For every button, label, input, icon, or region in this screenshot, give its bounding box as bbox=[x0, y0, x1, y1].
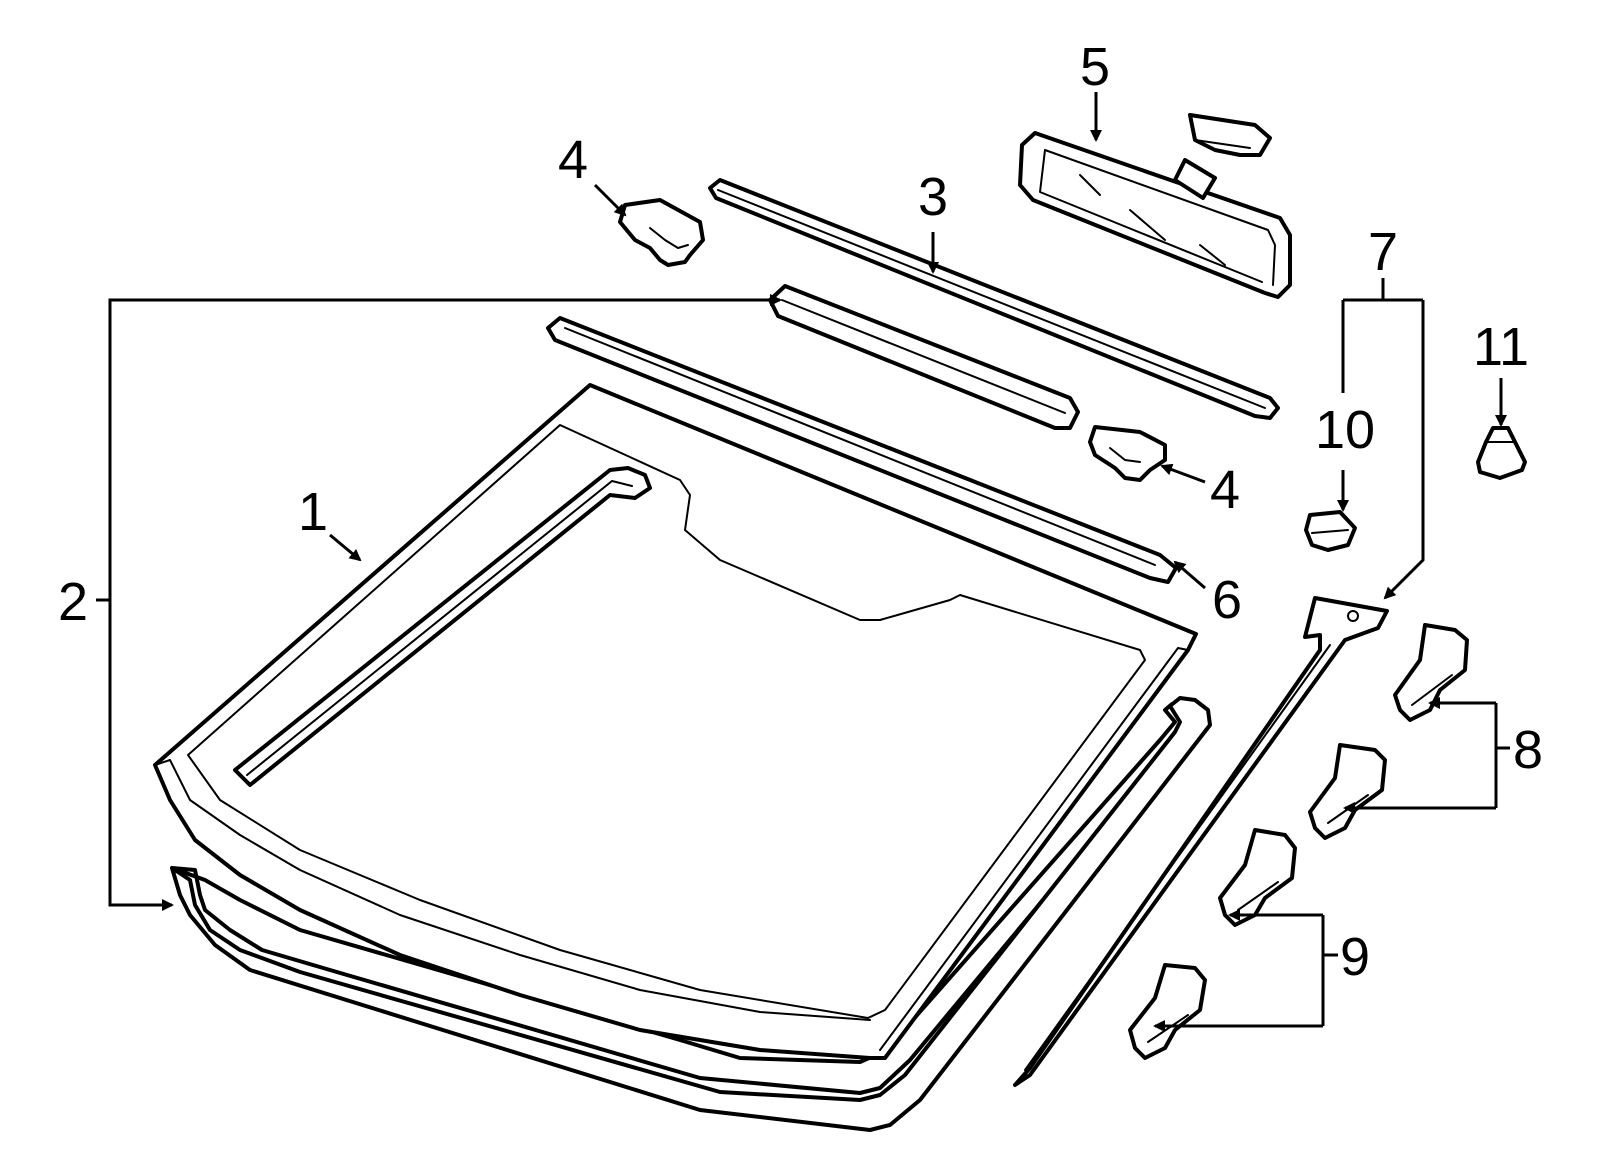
callout-4-upper: 4 bbox=[558, 130, 588, 190]
callout-9: 9 bbox=[1340, 927, 1370, 987]
callout-1: 1 bbox=[298, 482, 328, 542]
callout-6: 6 bbox=[1212, 570, 1242, 630]
callout-3: 3 bbox=[918, 167, 948, 227]
callout-2: 2 bbox=[58, 572, 88, 632]
clip-9-lower-part bbox=[1128, 963, 1207, 1060]
windshield-glass-part bbox=[153, 383, 1198, 1060]
callout-7: 7 bbox=[1368, 222, 1398, 282]
side-molding-part bbox=[1013, 596, 1389, 1087]
rear-view-mirror-part bbox=[1018, 113, 1292, 299]
callout-8: 8 bbox=[1513, 720, 1543, 780]
clip-8-upper-part bbox=[1393, 623, 1469, 722]
callout-4-lower: 4 bbox=[1210, 460, 1240, 520]
callout-labels: 1 2 3 4 4 5 6 7 8 9 10 11 bbox=[58, 37, 1543, 987]
callout-10: 10 bbox=[1315, 400, 1375, 460]
callout-5: 5 bbox=[1080, 37, 1110, 97]
clip-upper-part bbox=[618, 198, 705, 267]
roof-molding-part bbox=[708, 178, 1280, 420]
clip-8-lower-part bbox=[1308, 743, 1387, 840]
upper-molding-part bbox=[546, 316, 1178, 584]
leader-lines bbox=[96, 92, 1510, 1032]
callout-11: 11 bbox=[1473, 317, 1529, 377]
lower-molding-part bbox=[170, 696, 1212, 1132]
clip-9-upper-part bbox=[1218, 828, 1297, 927]
clip-lower-part bbox=[1088, 425, 1167, 482]
grommet-11-part bbox=[1476, 426, 1527, 480]
clip-10-part bbox=[1304, 510, 1357, 552]
